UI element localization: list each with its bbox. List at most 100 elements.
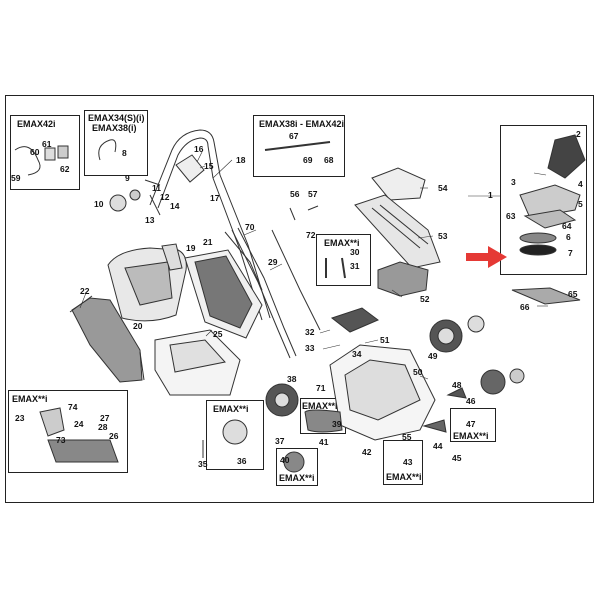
callout-49: 49	[428, 351, 438, 361]
callout-2: 2	[576, 129, 581, 139]
handle-70	[224, 231, 263, 291]
wheel-48	[480, 369, 506, 395]
callout-33: 33	[305, 343, 315, 353]
battery-52	[377, 261, 429, 297]
wheel-40	[283, 451, 305, 473]
callout-5: 5	[578, 199, 583, 209]
callout-13: 13	[145, 215, 155, 225]
bar-68	[264, 141, 331, 151]
callout-45: 45	[452, 453, 462, 463]
part-44	[422, 419, 447, 433]
callout-53: 53	[438, 231, 448, 241]
callout-40: 40	[280, 455, 290, 465]
callout-15: 15	[204, 161, 214, 171]
callout-39: 39	[332, 419, 342, 429]
callout-26: 26	[109, 431, 119, 441]
callout-3: 3	[511, 177, 516, 187]
callout-70: 70	[245, 222, 255, 232]
part-61	[44, 147, 56, 161]
callout-56: 56	[290, 189, 300, 199]
callout-62: 62	[60, 164, 70, 174]
callout-4: 4	[578, 179, 583, 189]
callout-31: 31	[350, 261, 360, 271]
callout-59: 59	[11, 173, 21, 183]
wheel-37-hub	[274, 392, 290, 408]
cable-8	[98, 139, 117, 161]
grassbox-mesh-21	[194, 255, 253, 329]
callout-17: 17	[210, 193, 220, 203]
callout-63: 63	[506, 211, 516, 221]
callout-48: 48	[452, 380, 462, 390]
box-emaxi-spring-title: EMAX**i	[324, 238, 360, 248]
deck-51-inner	[344, 359, 421, 421]
callout-60: 60	[30, 147, 40, 157]
grassbox-base-25-inner	[169, 339, 226, 373]
grass-basket-22	[71, 297, 143, 383]
callout-38: 38	[287, 374, 297, 384]
callout-71: 71	[316, 383, 326, 393]
callout-44: 44	[433, 441, 443, 451]
arrow-shape	[466, 246, 507, 268]
grassbox-lid-inner	[124, 261, 173, 306]
part-74	[39, 407, 65, 437]
box-emaxi-clip-title: EMAX**i	[386, 472, 422, 482]
leader-lines	[79, 151, 548, 380]
callout-25: 25	[213, 329, 223, 339]
part-19	[161, 243, 183, 271]
callout-11: 11	[152, 183, 161, 193]
box-emaxi-hub-title: EMAX**i	[213, 404, 249, 414]
callout-73: 73	[56, 435, 66, 445]
part-73	[47, 439, 119, 463]
callout-24: 24	[74, 419, 84, 429]
handle-rod-32	[271, 229, 321, 331]
callout-23: 23	[15, 413, 25, 423]
callout-66: 66	[520, 302, 530, 312]
box-emax38i-subtitle: EMAX38(i)	[92, 123, 137, 133]
spring-30	[341, 257, 346, 279]
box-emax38-42-title: EMAX38i - EMAX42i	[259, 119, 345, 129]
callout-68: 68	[324, 155, 334, 165]
callout-9: 9	[125, 173, 130, 183]
part-46	[446, 387, 467, 399]
box-emax34-title: EMAX34(S)(i)	[88, 113, 145, 123]
box-emax34	[84, 110, 148, 176]
callout-57: 57	[308, 189, 318, 199]
upper-handle	[149, 129, 221, 209]
roller-39	[304, 409, 343, 433]
callout-27: 27	[100, 413, 110, 423]
callout-51: 51	[380, 335, 390, 345]
callout-67: 67	[289, 131, 299, 141]
callout-42: 42	[362, 447, 372, 457]
box-emaxi-left-title: EMAX**i	[12, 394, 48, 404]
callout-8: 8	[122, 148, 127, 158]
callout-30: 30	[350, 247, 360, 257]
hub-48b	[509, 368, 525, 384]
box-emaxri-title: EMAX**Ri	[302, 401, 345, 411]
callout-35: 35	[198, 459, 208, 469]
callout-74: 74	[68, 402, 78, 412]
belt-7	[519, 244, 557, 256]
callout-69: 69	[303, 155, 313, 165]
callout-72: 72	[306, 230, 316, 240]
callout-16: 16	[194, 144, 204, 154]
callout-61: 61	[42, 139, 52, 149]
callout-55: 55	[402, 432, 412, 442]
switch-32	[330, 307, 379, 333]
hub-49b	[467, 315, 485, 333]
callout-43: 43	[403, 457, 413, 467]
callout-10: 10	[94, 199, 104, 209]
part-5	[523, 209, 577, 229]
callout-34: 34	[352, 349, 362, 359]
diagram-frame	[5, 95, 594, 503]
part-10	[109, 194, 127, 212]
box-emaxi-47-title: EMAX**i	[453, 431, 489, 441]
motor-cover-3	[519, 184, 581, 219]
box-emaxi-wheel-title: EMAX**i	[279, 473, 315, 483]
blade-65	[511, 287, 581, 305]
part-62	[57, 145, 69, 159]
wheel-49-hub	[437, 327, 455, 345]
callout-37: 37	[275, 436, 285, 446]
callout-7: 7	[568, 248, 573, 258]
